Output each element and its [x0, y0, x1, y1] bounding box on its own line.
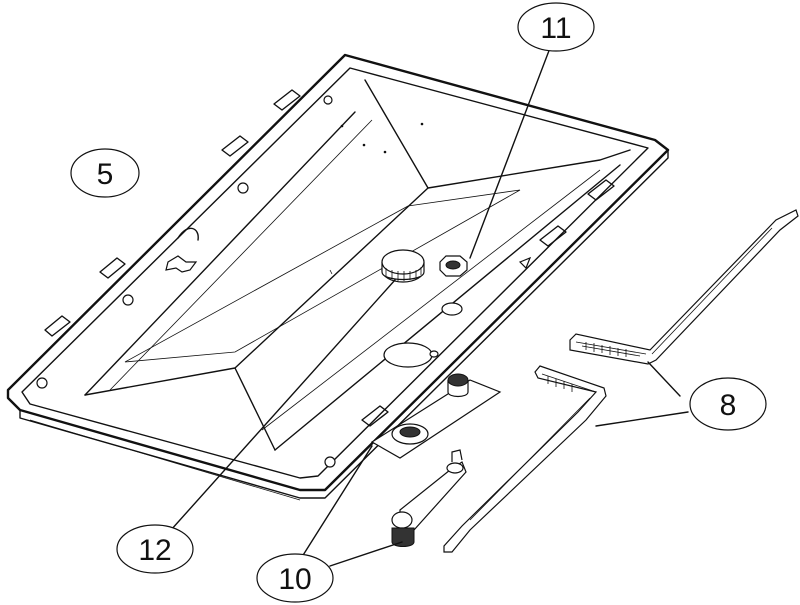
rail-lower	[443, 365, 607, 553]
leader-lines	[161, 47, 689, 567]
callout-5-label: 5	[97, 158, 114, 191]
callout-12-label: 12	[138, 534, 171, 567]
callout-10: 10	[256, 553, 334, 603]
callout-11: 11	[517, 2, 595, 52]
bracket-assembly	[370, 373, 502, 547]
callout-8-label: 8	[720, 389, 737, 422]
rail-upper	[569, 209, 799, 365]
callout-5: 5	[70, 148, 140, 198]
callout-12: 12	[116, 524, 194, 574]
tray-panel	[6, 53, 670, 501]
nut-part	[439, 255, 468, 277]
knob-part	[381, 249, 425, 283]
callout-10-label: 10	[278, 563, 311, 596]
callout-8: 8	[689, 377, 767, 431]
callout-11-label: 11	[540, 12, 571, 45]
